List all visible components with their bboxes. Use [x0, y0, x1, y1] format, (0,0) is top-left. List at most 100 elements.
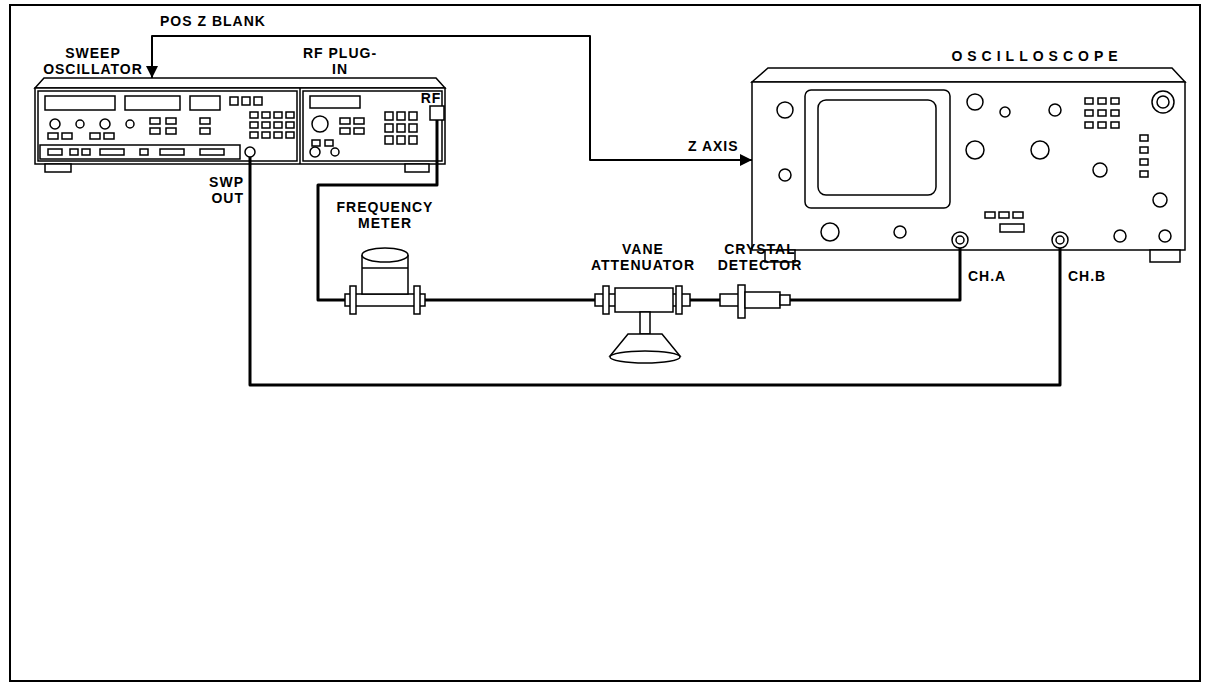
vane-attenuator-drawing-part: [603, 286, 609, 314]
waveguide-component: VANE ATTENUATOR: [595, 283, 690, 365]
port-label: CH.A: [968, 268, 1018, 284]
sweep-oscillator-drawing-part: [100, 149, 124, 155]
oscilloscope-drawing-part: [985, 212, 995, 218]
sweep-oscillator-drawing-part: [230, 97, 238, 105]
plug-in-module: RF PLUG-INRF: [300, 78, 445, 172]
oscilloscope-drawing-part: [1140, 171, 1148, 177]
oscilloscope-drawing-part: [752, 68, 1185, 82]
instrument-label: OSCILLOSCOPE: [932, 48, 1142, 64]
sweep-oscillator-drawing-part: [250, 122, 258, 128]
sweep-oscillator-drawing-part: [38, 91, 297, 161]
sweep-oscillator-drawing-part: [140, 149, 148, 155]
oscilloscope-drawing-part: [805, 90, 950, 208]
oscilloscope-drawing-part: [1111, 122, 1119, 128]
sweep-oscillator-drawing-part: [262, 122, 270, 128]
sweep-oscillator-drawing-part: [100, 119, 110, 129]
oscilloscope-drawing-part: [1114, 230, 1126, 242]
frequency-meter-drawing-part: [362, 248, 408, 262]
sweep-oscillator-drawing-part: [286, 132, 294, 138]
connector-label: RF: [418, 90, 444, 106]
oscilloscope-drawing-part: [1159, 230, 1171, 242]
oscilloscope-drawing-part: [1157, 96, 1169, 108]
sweep-oscillator-drawing-part: [312, 116, 328, 132]
sweep-oscillator-drawing-part: [70, 149, 78, 155]
sweep-oscillator-drawing-part: [274, 122, 282, 128]
sweep-oscillator-drawing-part: [250, 112, 258, 118]
sweep-oscillator-drawing-part: [62, 133, 72, 139]
instrument-label: SWEEP OSCILLATOR: [38, 45, 148, 77]
sweep-oscillator-drawing-part: [274, 132, 282, 138]
sweep-oscillator-drawing-part: [430, 106, 444, 120]
oscilloscope-drawing-part: [1111, 98, 1119, 104]
oscilloscope-drawing-part: [999, 212, 1009, 218]
sweep-oscillator-drawing-part: [299, 88, 301, 164]
vane-attenuator-drawing-part: [640, 312, 650, 334]
sweep-oscillator-drawing-part: [286, 122, 294, 128]
sweep-oscillator-drawing-part: [200, 128, 210, 134]
sweep-oscillator-drawing-part: [48, 133, 58, 139]
oscilloscope-drawing-part: [1013, 212, 1023, 218]
instrument-oscilloscope: OSCILLOSCOPE: [752, 68, 1185, 262]
oscilloscope-drawing-part: [1059, 248, 1062, 262]
crystal-detector-drawing-part: [738, 285, 745, 318]
sweep-oscillator-drawing-part: [242, 97, 250, 105]
sweep-oscillator-drawing-part: [397, 112, 405, 120]
sweep-oscillator-drawing-part: [385, 112, 393, 120]
oscilloscope-drawing-part: [1093, 163, 1107, 177]
oscilloscope-drawing-part: [1056, 236, 1064, 244]
sweep-oscillator-drawing-part: [340, 118, 350, 124]
oscilloscope-drawing-part: [821, 223, 839, 241]
frequency-meter-drawing-part: [362, 267, 408, 269]
crystal-detector-drawing-part: [720, 294, 740, 306]
oscilloscope-drawing-part: [1111, 110, 1119, 116]
frequency-meter-drawing-part: [414, 286, 420, 314]
oscilloscope-drawing-part: [966, 141, 984, 159]
oscilloscope-drawing-part: [1140, 147, 1148, 153]
outer-frame-part: [10, 5, 1200, 681]
cable: [425, 299, 595, 302]
sweep-oscillator-drawing-part: [262, 132, 270, 138]
sweep-oscillator-drawing-part: [397, 124, 405, 132]
sweep-oscillator-drawing-part: [310, 96, 360, 108]
oscilloscope-drawing-part: [818, 100, 936, 195]
sweep-oscillator-drawing-part: [48, 149, 62, 155]
oscilloscope-drawing-part: [1000, 224, 1024, 232]
sweep-oscillator-drawing-part: [166, 128, 176, 134]
sweep-oscillator-drawing-part: [200, 118, 210, 124]
oscilloscope-drawing-part: [1153, 193, 1167, 207]
sweep-oscillator-drawing-part: [126, 120, 134, 128]
cable: [690, 299, 720, 302]
oscilloscope-drawing-part: [1085, 110, 1093, 116]
sweep-oscillator-drawing-part: [254, 97, 262, 105]
sweep-oscillator-drawing-part: [82, 149, 90, 155]
oscilloscope-drawing-part: [1085, 98, 1093, 104]
sweep-oscillator-drawing-part: [385, 136, 393, 144]
waveguide-component: FREQUENCY METER: [345, 245, 425, 320]
sweep-oscillator-drawing-part: [245, 147, 255, 157]
oscilloscope-drawing-part: [1052, 232, 1068, 248]
sweep-oscillator-drawing-part: [45, 96, 115, 110]
sweep-oscillator-drawing-part: [50, 119, 60, 129]
sweep-oscillator-drawing-part: [405, 164, 429, 172]
oscilloscope-drawing-part: [752, 82, 1185, 250]
cable: [152, 36, 752, 160]
vane-attenuator-drawing-part: [615, 288, 673, 312]
oscilloscope-drawing: [752, 68, 1185, 262]
sweep-oscillator-drawing-part: [340, 128, 350, 134]
crystal-detector-drawing-part: [745, 292, 780, 308]
sweep-oscillator-drawing-part: [45, 164, 71, 172]
sweep-oscillator-drawing-part: [104, 133, 114, 139]
oscilloscope-drawing-part: [779, 169, 791, 181]
crystal-detector-drawing-part: [780, 295, 790, 305]
sweep-oscillator-drawing-part: [409, 136, 417, 144]
oscilloscope-drawing-part: [952, 232, 968, 248]
oscilloscope-drawing-part: [1098, 98, 1106, 104]
oscilloscope-drawing-part: [959, 248, 962, 262]
cable: [800, 262, 960, 300]
sweep-oscillator-drawing-part: [150, 118, 160, 124]
cable: [318, 172, 437, 300]
vane-attenuator-drawing-part: [610, 351, 680, 363]
sweep-oscillator-drawing-part: [310, 147, 320, 157]
